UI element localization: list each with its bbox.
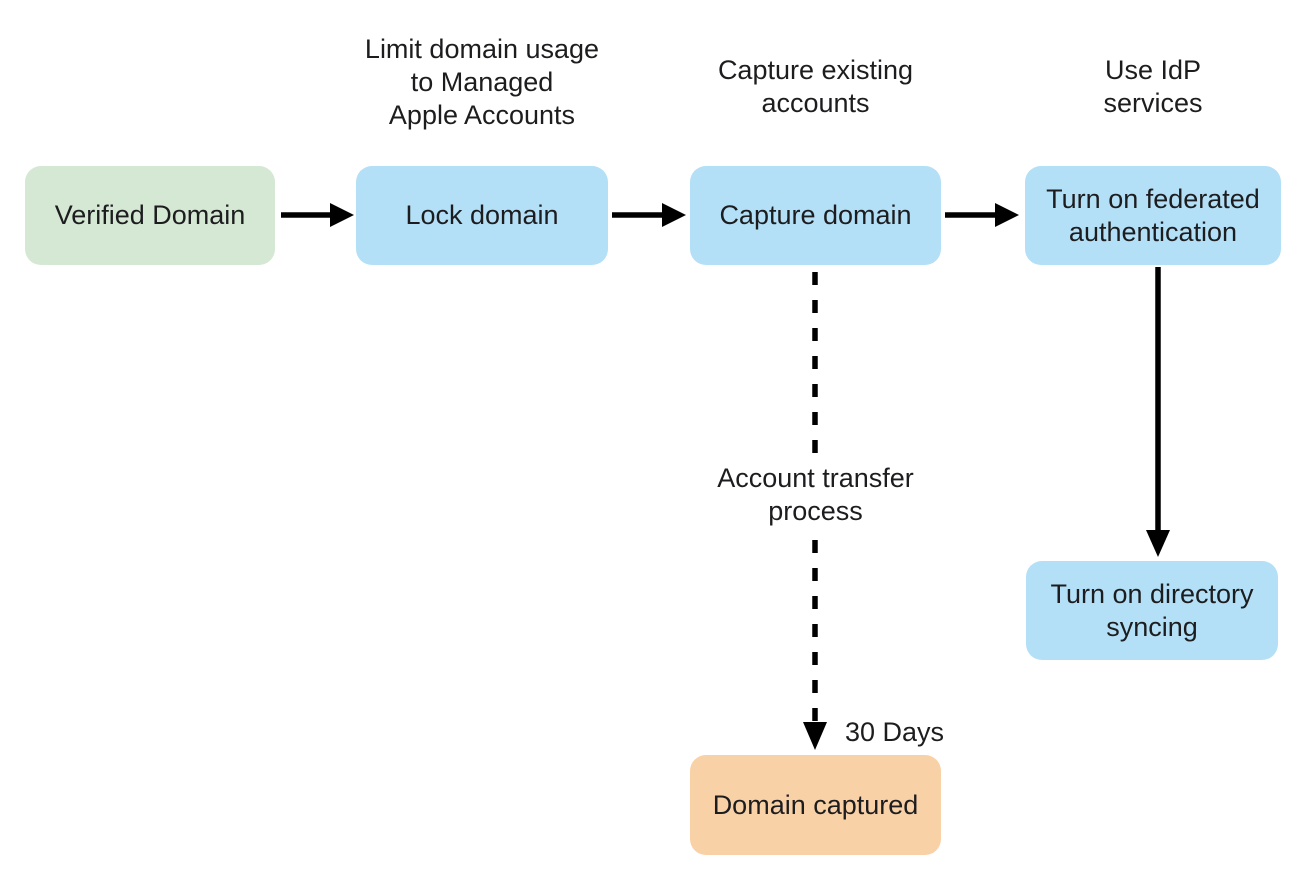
arrowhead-icon [803,722,827,750]
dashed-arrow-capture-to-captured [803,272,827,750]
node-label: Domain captured [712,789,919,820]
arrowhead-icon [1146,530,1170,557]
node-turn-on-directory-syncing: Turn on directory syncing [1026,561,1278,660]
arrow-federated-to-directory [1146,267,1170,557]
node-label: Turn on directory syncing [1050,578,1254,642]
node-turn-on-federated-authentication: Turn on federated authentication [1025,166,1281,265]
node-verified-domain: Verified Domain [25,166,275,265]
node-label: Capture domain [719,200,912,230]
arrowhead-icon [330,203,354,227]
arrow-lock-to-capture [612,203,686,227]
arrow-capture-to-federated [945,203,1019,227]
arrowhead-icon [995,203,1019,227]
note-use-idp-services: Use IdP services [1103,55,1203,118]
node-label: Turn on federated authentication [1046,183,1260,247]
node-capture-domain: Capture domain [690,166,941,265]
node-label: Verified Domain [54,200,246,230]
node-domain-captured: Domain captured [690,755,941,855]
arrow-verified-to-lock [281,203,354,227]
node-lock-domain: Lock domain [356,166,608,265]
note-limit-domain-usage: Limit domain usage to Managed Apple Acco… [364,34,600,130]
note-account-transfer-process: Account transfer process [717,463,914,526]
arrowhead-icon [662,203,686,227]
note-30-days: 30 Days [845,717,945,747]
note-capture-existing-accounts: Capture existing accounts [717,55,914,118]
node-label: Lock domain [405,200,559,230]
